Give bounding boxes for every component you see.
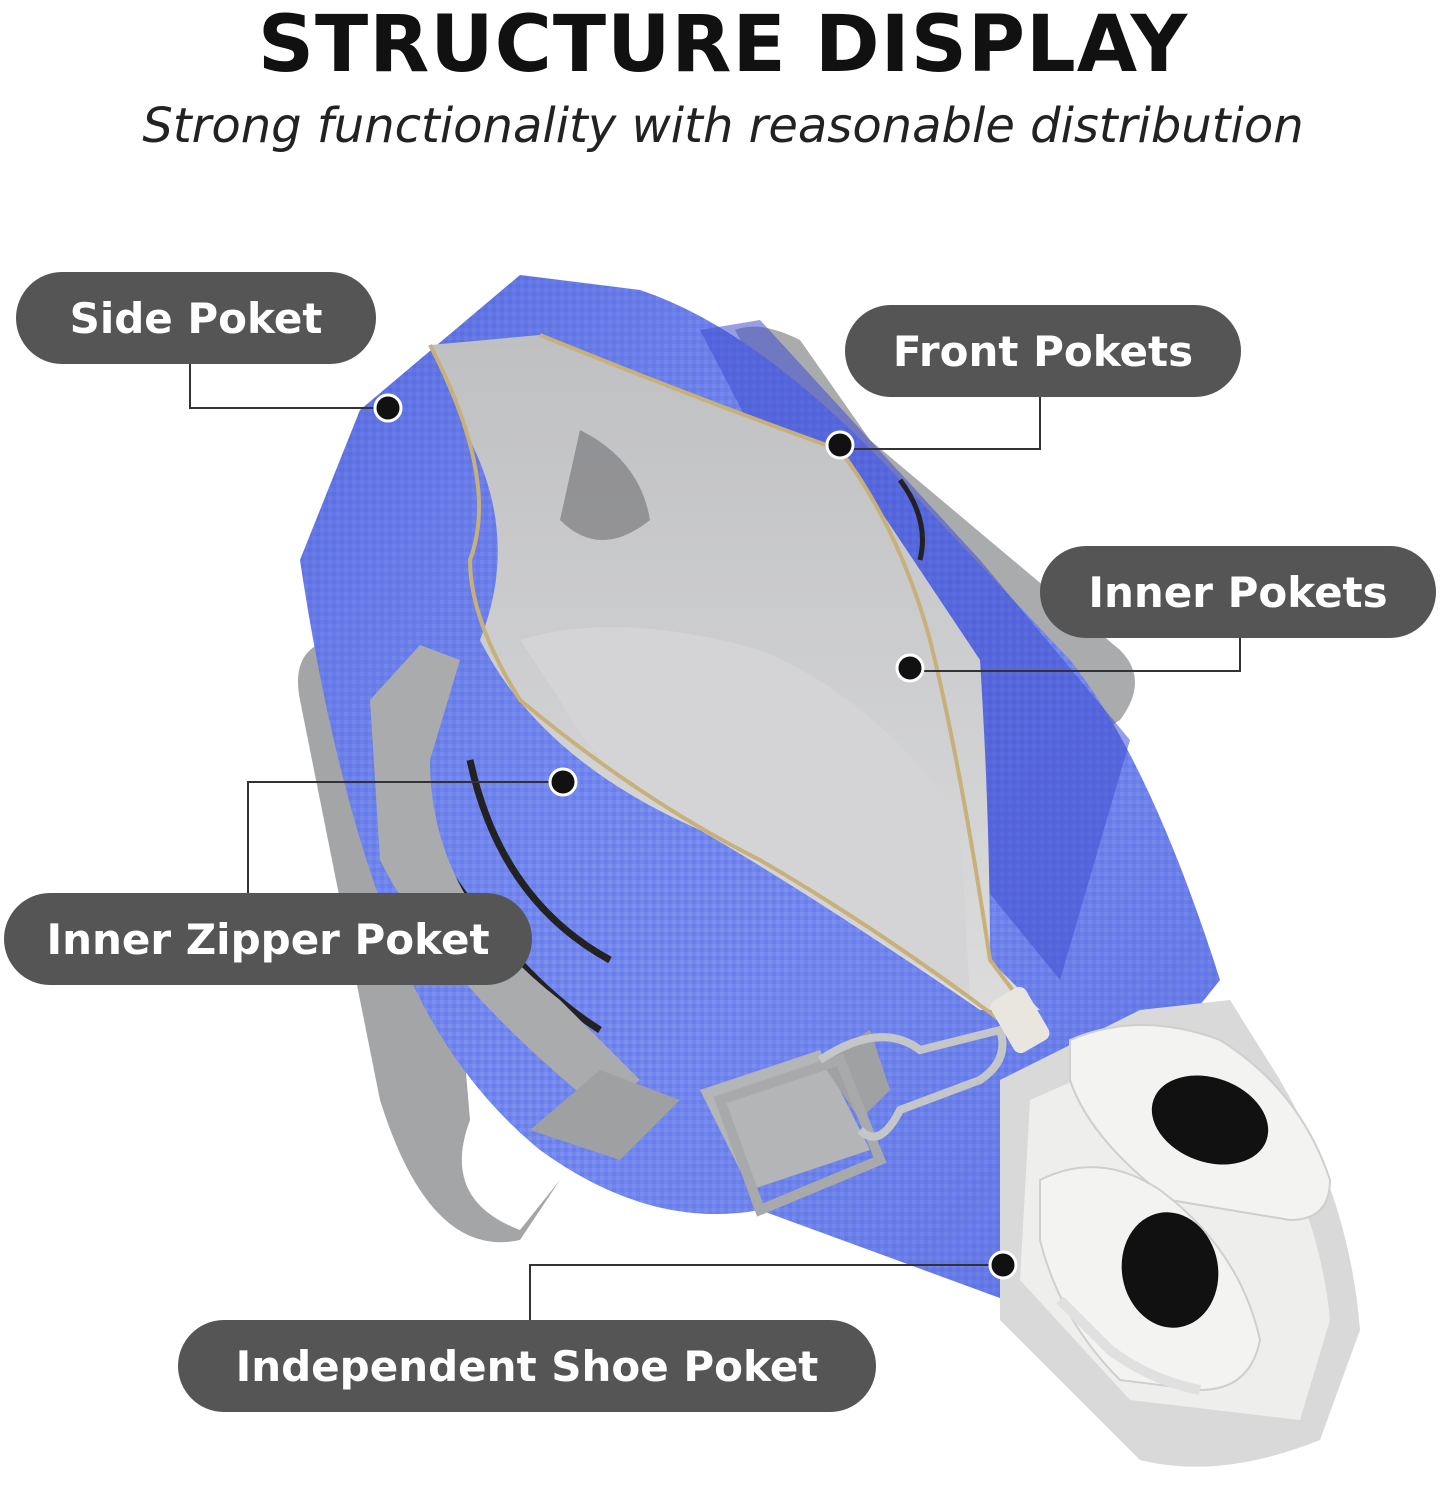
callout-side-poket: Side Poket bbox=[16, 272, 376, 364]
dot-inner-zipper-poket bbox=[548, 767, 578, 797]
leader-lines bbox=[189, 364, 1241, 1320]
zipper-left bbox=[428, 344, 1002, 1022]
callout-inner-pokets: Inner Pokets bbox=[1040, 546, 1436, 638]
dot-inner-pokets bbox=[895, 653, 925, 683]
metal-hook bbox=[817, 1025, 1007, 1141]
dot-shoe-poket bbox=[988, 1250, 1018, 1280]
buckle bbox=[713, 1053, 887, 1217]
page-subtitle: Strong functionality with reasonable dis… bbox=[142, 98, 1304, 154]
callout-inner-zipper-poket: Inner Zipper Poket bbox=[4, 893, 532, 985]
zipper-right bbox=[539, 333, 1022, 1002]
page-title: STRUCTURE DISPLAY bbox=[257, 0, 1189, 90]
front-handle bbox=[370, 645, 640, 1110]
callout-dots bbox=[373, 393, 1018, 1280]
dot-front-pokets bbox=[825, 430, 855, 460]
dot-side-poket bbox=[373, 393, 403, 423]
callout-front-pokets: Front Pokets bbox=[845, 305, 1241, 397]
callout-independent-shoe-poket: Independent Shoe Poket bbox=[178, 1320, 876, 1412]
